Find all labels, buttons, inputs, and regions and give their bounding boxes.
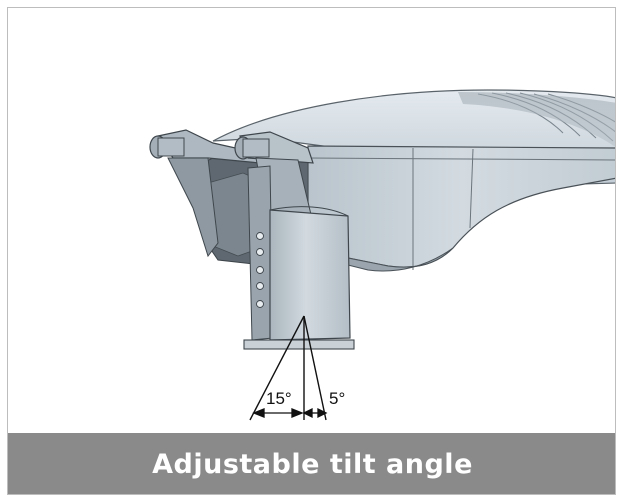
street-light-illustration: 15° 5°	[149, 89, 615, 421]
body-side	[307, 145, 615, 268]
angle-label-15: 15°	[266, 389, 292, 408]
angle-label-5: 5°	[329, 389, 345, 408]
tilt-holes	[256, 232, 264, 308]
tilt-angle-lines	[249, 315, 327, 421]
caption-bar: Adjustable tilt angle	[8, 433, 615, 494]
panel-seams	[307, 148, 615, 270]
caption-title: Adjustable tilt angle	[152, 449, 473, 480]
fin-band	[458, 92, 615, 147]
dimension-arrow-15	[252, 408, 304, 418]
pole-collar	[243, 339, 355, 350]
product-card: 15° 5° Adjustable tilt angle	[7, 7, 616, 495]
dimension-arrow-5	[302, 407, 328, 419]
side-plate-left	[167, 157, 219, 258]
pole-tube	[269, 209, 351, 341]
